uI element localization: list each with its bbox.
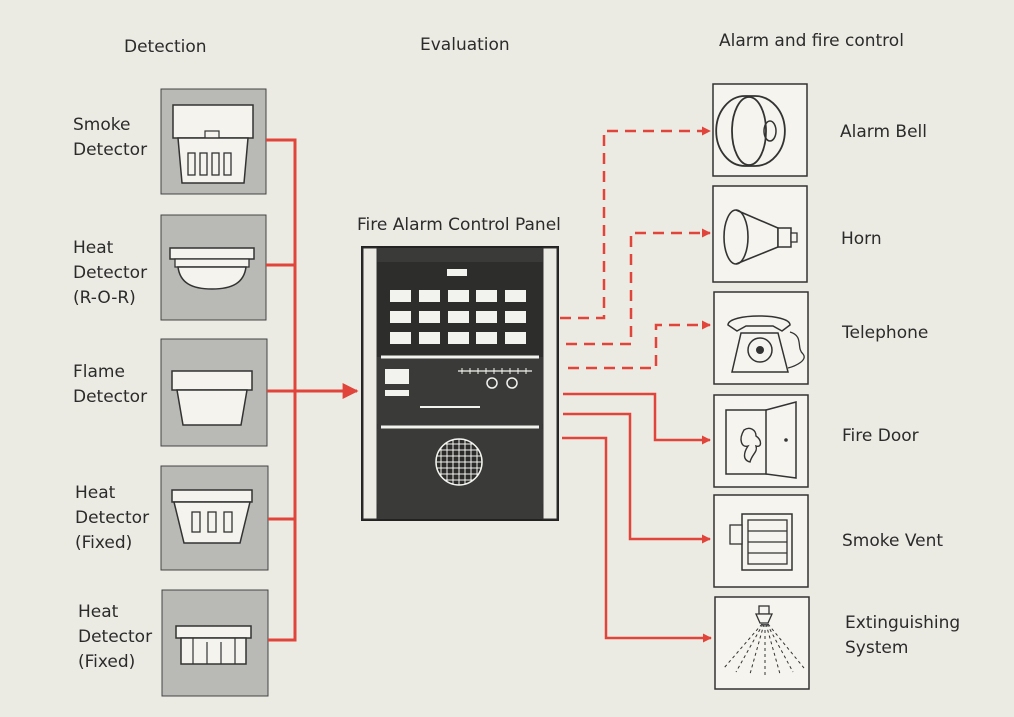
evaluation-header: Evaluation <box>420 35 510 55</box>
output-label-5: Smoke Vent <box>842 531 944 551</box>
heat-detector-ror-icon <box>160 214 267 321</box>
smoke-detector-icon <box>160 88 267 195</box>
dashed-connectors <box>560 126 711 370</box>
output-label-2: Horn <box>841 229 882 249</box>
output-label-1: Alarm Bell <box>840 122 927 142</box>
horn-icon <box>712 185 808 283</box>
control-panel <box>361 246 559 521</box>
heat-detector-fixed-icon <box>160 465 269 571</box>
speaker-grille <box>435 438 483 486</box>
flame-detector-icon <box>160 338 268 447</box>
detection-header: Detection <box>124 37 207 57</box>
solid-connectors <box>562 392 712 643</box>
sprinkler-icon <box>714 596 810 690</box>
heat-detector-fixed-icon <box>161 589 269 697</box>
smoke-vent-icon <box>713 494 809 588</box>
fire-door-icon <box>713 394 809 488</box>
detection-connectors <box>266 138 359 642</box>
telephone-icon <box>713 291 809 385</box>
indicator-lights <box>390 290 526 344</box>
output-label-4: Fire Door <box>842 426 919 446</box>
output-label-3: Telephone <box>842 323 929 343</box>
alarm-bell-icon <box>712 83 808 177</box>
alarm-header: Alarm and fire control <box>719 31 904 51</box>
panel-title: Fire Alarm Control Panel <box>357 215 561 235</box>
